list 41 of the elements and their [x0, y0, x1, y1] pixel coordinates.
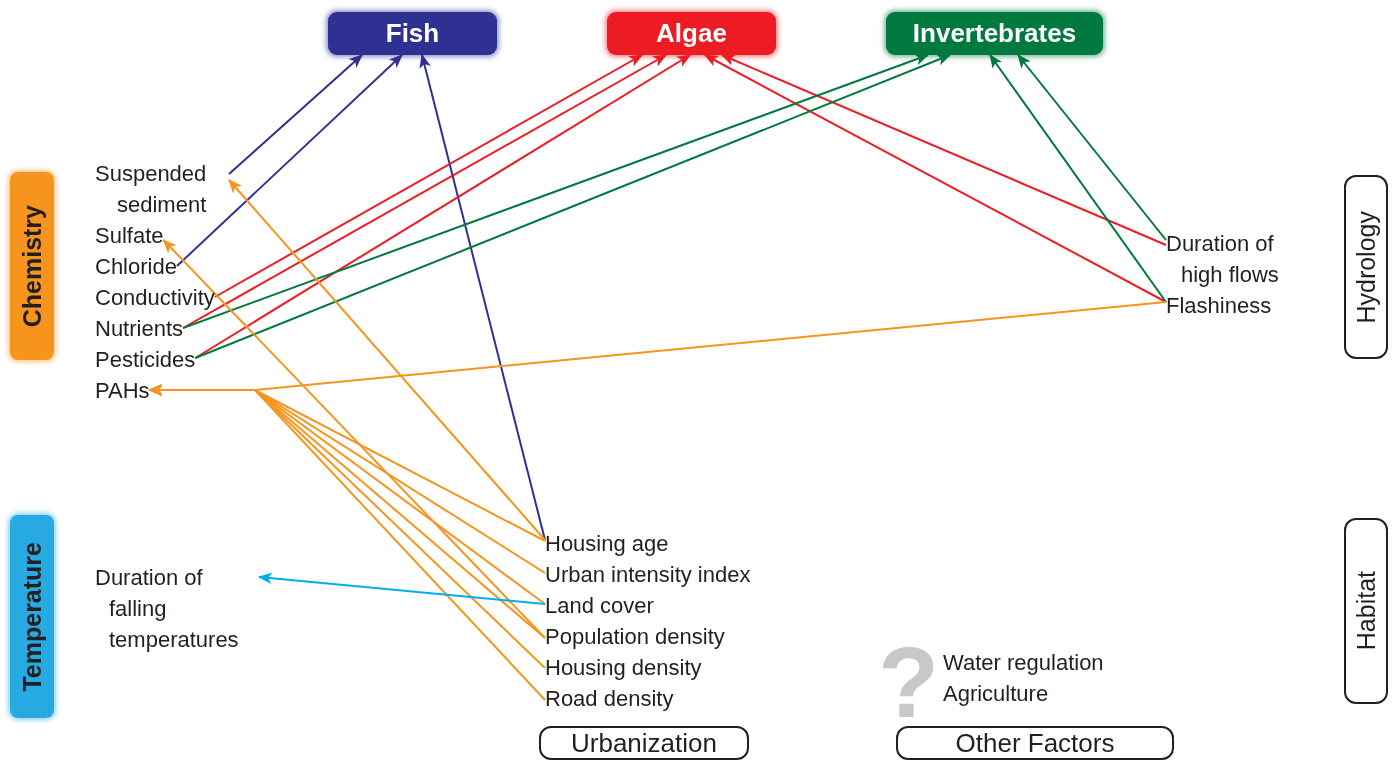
arrow	[194, 54, 691, 359]
arrow	[1017, 54, 1167, 241]
factor-label: Urban intensity index	[545, 559, 751, 590]
factor-label: Duration of falling temperatures	[95, 562, 259, 655]
factor-label: Population density	[545, 621, 725, 652]
factor-label: Sulfate	[95, 220, 164, 251]
arrow	[228, 54, 363, 175]
arrow	[182, 54, 667, 329]
factor-label: Housing age	[545, 528, 669, 559]
arrow	[213, 54, 643, 298]
factor-label: Suspended sediment	[95, 158, 229, 220]
arrow	[162, 239, 546, 639]
organism-header: Fish	[328, 12, 497, 55]
factor-label: Housing density	[545, 652, 702, 683]
category-band: Hydrology	[1344, 175, 1388, 359]
factor-label: Nutrients	[95, 313, 184, 344]
factor-label: Water regulation	[943, 647, 1104, 678]
factor-label: Pesticides	[95, 344, 196, 375]
factor-label: Chloride	[95, 251, 177, 282]
factor-label: Road density	[545, 683, 674, 714]
category-band: Habitat	[1344, 518, 1388, 704]
group-label: Urbanization	[539, 726, 749, 760]
factor-label: Land cover	[545, 590, 654, 621]
group-label: Other Factors	[896, 726, 1174, 760]
factor-label: Agriculture	[943, 678, 1049, 709]
factor-label: Conductivity	[95, 282, 215, 313]
arrow	[175, 54, 403, 267]
organism-header: Invertebrates	[886, 12, 1103, 55]
arrow	[228, 179, 546, 541]
arrow	[419, 53, 546, 541]
organism-header: Algae	[607, 12, 776, 55]
arrow	[257, 572, 546, 605]
arrow	[703, 54, 1167, 303]
factor-label: Duration of high flows	[1166, 228, 1309, 290]
question-mark: ?	[878, 640, 940, 724]
factor-label: PAHs	[95, 375, 150, 406]
category-band: Chemistry	[10, 172, 54, 360]
arrow	[720, 54, 1167, 246]
factor-label: Flashiness	[1166, 290, 1272, 321]
arrow	[989, 54, 1167, 303]
category-band: Temperature	[10, 515, 54, 718]
